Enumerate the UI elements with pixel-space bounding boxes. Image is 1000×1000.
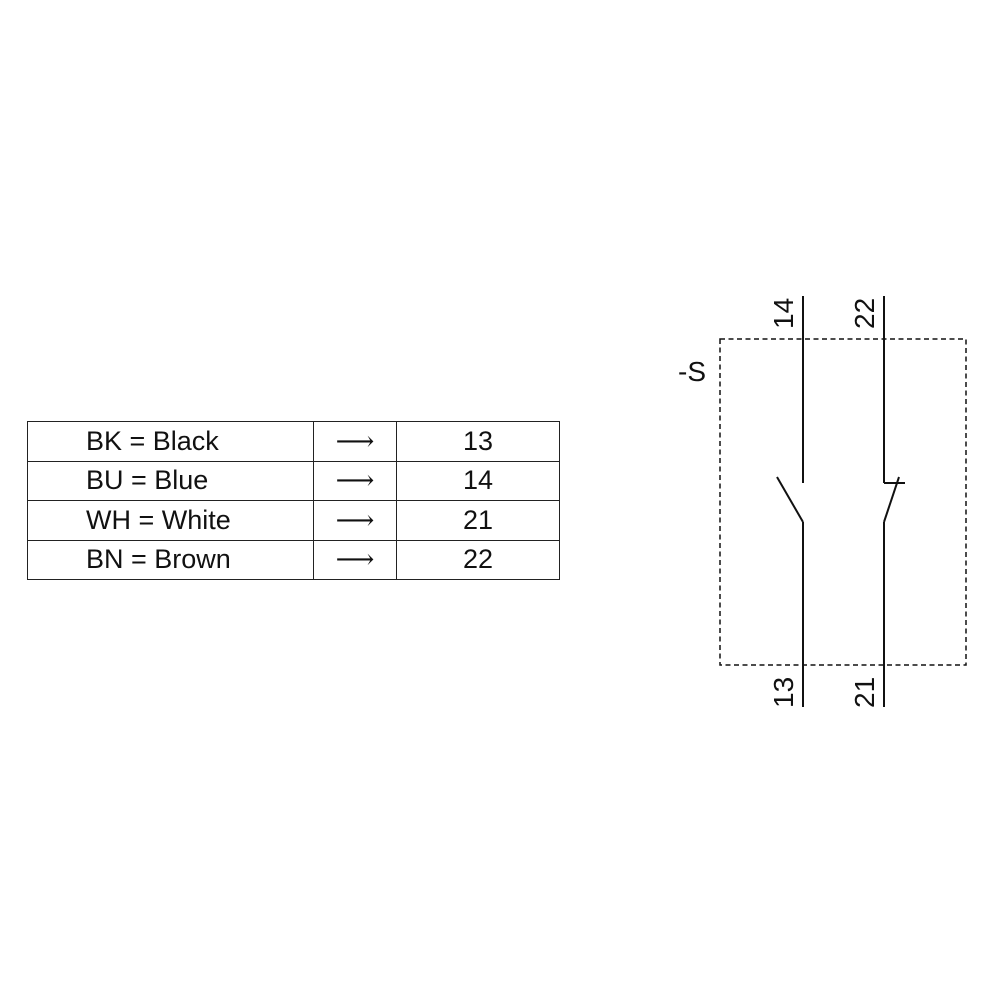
device-enclosure — [719, 338, 967, 666]
table-row: BN = Brown ⟶ 22 — [27, 539, 560, 580]
arrow-right-icon: ⟶ — [313, 500, 397, 541]
terminal-number: 14 — [396, 460, 560, 501]
terminal-label-13: 13 — [768, 677, 799, 708]
terminal-number: 22 — [396, 539, 560, 580]
arrow-right-icon: ⟶ — [313, 421, 397, 462]
terminal-number: 13 — [396, 421, 560, 462]
arrow-right-icon: ⟶ — [313, 539, 397, 580]
device-label: -S — [678, 356, 706, 387]
normally-open-contact — [776, 296, 804, 707]
wire-color-legend-table: BK = Black ⟶ 13 BU = Blue ⟶ 14 WH = Whit… — [27, 421, 560, 580]
terminal-label-14: 14 — [768, 298, 799, 329]
wire-color-name: BN = Brown — [27, 539, 314, 580]
terminal-label-21: 21 — [849, 677, 880, 708]
table-row: BK = Black ⟶ 13 — [27, 421, 560, 462]
terminal-label-22: 22 — [849, 298, 880, 329]
normally-closed-contact — [883, 296, 905, 707]
wire-color-name: BK = Black — [27, 421, 314, 462]
